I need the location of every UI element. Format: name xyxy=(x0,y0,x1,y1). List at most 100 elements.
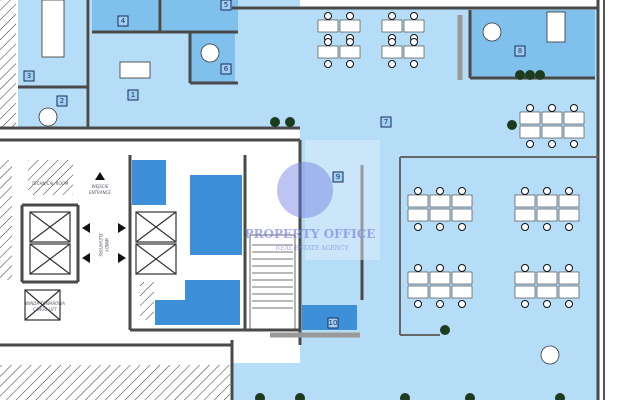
room-label-6: 6 xyxy=(220,63,232,75)
chair-icon xyxy=(388,38,396,46)
desk xyxy=(563,125,585,139)
desk xyxy=(519,111,541,125)
chair-icon xyxy=(436,187,444,195)
chair-icon xyxy=(436,264,444,272)
room-label-badge xyxy=(332,171,344,183)
room-8 xyxy=(470,10,595,78)
plant-icon xyxy=(515,70,525,80)
technical-room-label: TECHNICAL ROOM xyxy=(32,181,69,186)
hatched-area xyxy=(0,365,230,400)
room-label-1: 1 xyxy=(127,89,139,101)
toilets xyxy=(132,160,166,205)
desk xyxy=(514,271,536,285)
room-number: 6 xyxy=(224,65,229,73)
chair-icon xyxy=(543,187,551,195)
chair-icon xyxy=(346,38,354,46)
chair-icon xyxy=(458,264,466,272)
desk-cluster xyxy=(407,187,473,231)
desk xyxy=(546,11,566,43)
desk xyxy=(541,111,563,125)
chair-icon xyxy=(458,300,466,308)
chair-icon xyxy=(410,12,418,20)
chair-icon xyxy=(346,12,354,20)
desk xyxy=(407,194,429,208)
desk xyxy=(558,271,580,285)
room-number: 10 xyxy=(329,319,338,327)
plant-icon xyxy=(285,117,295,127)
chair-icon xyxy=(548,104,556,112)
entrance-arrow-icon xyxy=(95,172,105,180)
desk xyxy=(403,45,425,59)
chair-icon xyxy=(543,300,551,308)
chair-icon xyxy=(414,223,422,231)
elevators xyxy=(29,211,177,275)
round-table xyxy=(200,43,220,63)
room-label-badge xyxy=(220,63,232,75)
desk xyxy=(407,271,429,285)
chair-icon xyxy=(410,38,418,46)
desk xyxy=(536,285,558,299)
staircase xyxy=(249,234,296,331)
room-number: 8 xyxy=(518,47,522,55)
plant-icon xyxy=(555,393,565,400)
desk xyxy=(451,194,473,208)
plant-icon xyxy=(440,325,450,335)
plant-icon xyxy=(465,393,475,400)
desk xyxy=(558,285,580,299)
desk-cluster xyxy=(407,264,473,308)
plant-icon xyxy=(507,120,517,130)
chair-icon xyxy=(521,187,529,195)
chair-icon xyxy=(324,60,332,68)
cargo-lift xyxy=(24,289,61,321)
room-number: 7 xyxy=(384,118,388,126)
room-number: 3 xyxy=(27,72,31,80)
watermark-tagline: REAL ESTATE AGENCY xyxy=(276,245,350,252)
elevators-label-pl: WINDY xyxy=(104,238,109,252)
room-number: 1 xyxy=(131,91,135,99)
room-label-10: 10 xyxy=(327,317,339,329)
room-label-badge xyxy=(56,95,68,107)
chair-icon xyxy=(458,187,466,195)
desk xyxy=(429,271,451,285)
desk xyxy=(317,19,339,33)
chair-icon xyxy=(543,264,551,272)
chair-icon xyxy=(543,223,551,231)
desk-cluster xyxy=(317,38,361,68)
elevators-label: WINDY ELEVATORS xyxy=(98,233,109,257)
desk xyxy=(339,19,361,33)
room-label-badge xyxy=(127,89,139,101)
room-label-badge xyxy=(220,0,232,11)
hatched-area xyxy=(140,282,154,320)
chair-icon xyxy=(526,104,534,112)
plant-icon xyxy=(270,117,280,127)
desk xyxy=(536,271,558,285)
desk xyxy=(381,45,403,59)
plant-icon xyxy=(535,70,545,80)
room-label-badge xyxy=(327,317,339,329)
room-label-5: 5 xyxy=(220,0,232,11)
room-label-3: 3 xyxy=(23,70,35,82)
plant-icon xyxy=(295,393,305,400)
technical-room xyxy=(28,160,73,195)
plant-icon xyxy=(400,393,410,400)
room-label-badge xyxy=(117,15,129,27)
room-number: 5 xyxy=(224,1,228,9)
room-label-8: 8 xyxy=(514,45,526,57)
toilets xyxy=(155,300,185,325)
desk xyxy=(536,194,558,208)
desk xyxy=(381,19,403,33)
tables xyxy=(38,0,566,365)
desk xyxy=(429,208,451,222)
plant-icon xyxy=(525,70,535,80)
elevators-label-en: ELEVATORS xyxy=(98,233,103,257)
toilets xyxy=(185,280,240,325)
exterior-margin xyxy=(602,0,620,400)
chair-icon xyxy=(565,264,573,272)
desk-cluster xyxy=(514,187,580,231)
chair-icon xyxy=(324,12,332,20)
desk xyxy=(407,208,429,222)
room-number: 2 xyxy=(60,97,64,105)
room-label-9: 9 xyxy=(332,171,344,183)
